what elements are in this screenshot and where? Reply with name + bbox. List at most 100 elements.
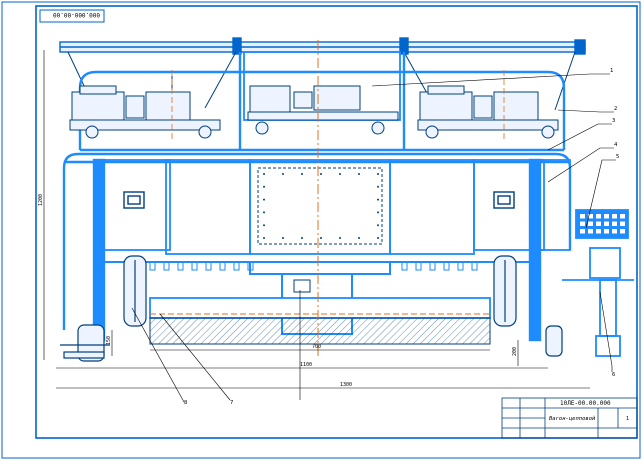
panel-button (588, 214, 593, 219)
panel-button (612, 229, 617, 234)
sheet-inner-border (35, 5, 638, 439)
panel-button (604, 229, 609, 234)
main-crane-body (62, 152, 572, 342)
dim-inner-span: 700 (312, 344, 321, 350)
center-wheel-1 (255, 121, 269, 135)
rivet (377, 237, 379, 239)
rivet (339, 237, 341, 239)
rivet (263, 198, 265, 201)
panel-button (580, 214, 585, 219)
left-wheel-1 (85, 125, 99, 139)
left-drive-unit (69, 76, 221, 139)
title-designation: 10ЛЕ-00.00.000 (560, 400, 611, 407)
panel-button (596, 221, 601, 226)
rivet (377, 224, 379, 227)
title-block (501, 397, 638, 439)
left-support-foot (60, 324, 110, 362)
inspection-windows (123, 191, 515, 209)
title-sheet: 1 (626, 416, 629, 422)
sheet-code-text: 000.000-00.00 (53, 11, 100, 18)
central-panel (249, 159, 391, 255)
rivet (282, 237, 284, 239)
callout-label: 7 (230, 400, 233, 406)
panel-button (596, 214, 601, 219)
rivet (263, 224, 265, 227)
center-wheel-2 (371, 121, 385, 135)
dim-overall-height: 1200 (38, 194, 44, 206)
panel-button (612, 214, 617, 219)
rivet (320, 173, 322, 175)
rivet (263, 237, 265, 239)
carriage-tooth (401, 261, 408, 271)
right-wheel-1 (425, 125, 439, 139)
panel-button (580, 221, 585, 226)
panel-button (612, 221, 617, 226)
callout-label: 6 (612, 372, 615, 378)
callout-label: 3 (612, 118, 615, 124)
upper-trolley-frame (78, 51, 566, 152)
panel-button (620, 214, 625, 219)
carriage-teeth (149, 261, 478, 271)
rivet (263, 185, 265, 188)
dimension-lines (43, 50, 590, 389)
carriage-tooth (149, 261, 156, 271)
callout-label: 1 (610, 68, 613, 74)
callout-label: 4 (614, 142, 618, 148)
lower-wheels (123, 255, 517, 327)
rivet (377, 173, 379, 175)
carriage-tooth (429, 261, 436, 271)
carriage-tooth (471, 261, 478, 271)
panel-button (604, 221, 609, 226)
right-wheel-2 (541, 125, 555, 139)
rivet (377, 198, 379, 201)
carriage-tooth (205, 261, 212, 271)
rivet (358, 173, 360, 175)
control-panel-buttons (580, 214, 625, 234)
dim-overall-width: 1100 (300, 362, 312, 368)
panel-button (588, 229, 593, 234)
rivet (377, 211, 379, 214)
callout-label: 8 (184, 400, 187, 406)
carriage-tooth (219, 261, 226, 271)
load-pallet (149, 297, 491, 345)
panel-rivets (263, 173, 379, 239)
carriage-tooth (233, 261, 240, 271)
carriage-tooth (415, 261, 422, 271)
carriage-tooth (163, 261, 170, 271)
carriage-tooth (247, 261, 254, 271)
rivet (282, 173, 284, 175)
dim-lower-right: 200 (512, 347, 518, 356)
panel-button (596, 229, 601, 234)
carriage-tooth (443, 261, 450, 271)
suspension-rods (67, 51, 576, 111)
panel-button (620, 229, 625, 234)
rivet (263, 211, 265, 214)
dim-outer-width: 1300 (340, 382, 352, 388)
rivet (339, 173, 341, 175)
rivet (301, 237, 303, 239)
rivet (358, 237, 360, 239)
center-drive-unit (247, 85, 399, 135)
dim-lower-left: 150 (106, 336, 112, 345)
carriage-tooth (177, 261, 184, 271)
carriage-tooth (457, 261, 464, 271)
left-wheel-2 (198, 125, 212, 139)
panel-button (604, 214, 609, 219)
leader-lines (131, 73, 616, 403)
right-window (493, 191, 515, 209)
rivet (320, 237, 322, 239)
callout-label: 5 (616, 154, 619, 160)
left-window (123, 191, 145, 209)
carriage-tooth (191, 261, 198, 271)
panel-button (580, 229, 585, 234)
title-name: Вагон-цепповой (549, 416, 596, 422)
panel-button (620, 221, 625, 226)
sheet-code-stamp: 000.000-00.00 (39, 9, 105, 23)
rivet (301, 173, 303, 175)
right-drive-unit (417, 85, 559, 139)
panel-button (588, 221, 593, 226)
rivet (263, 173, 265, 175)
